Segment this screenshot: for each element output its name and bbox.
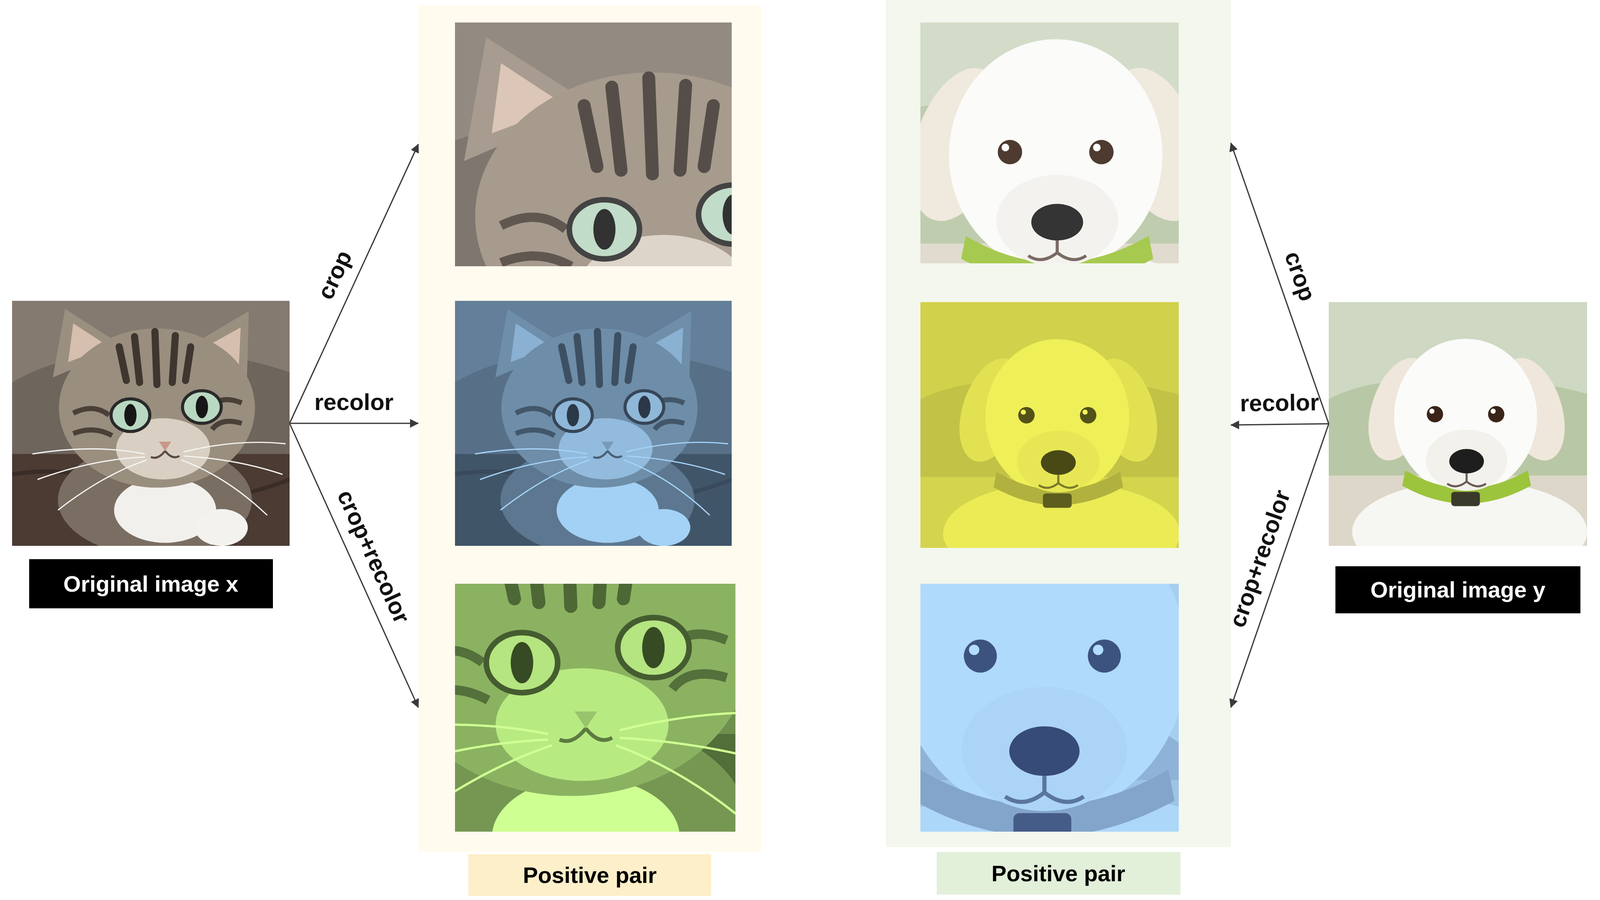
image-group: Positive pair [885, 0, 1231, 896]
image-group: Positive pair [418, 5, 762, 896]
cat-crop-recolor-image [304, 452, 815, 900]
edge-label: crop [311, 245, 358, 304]
cat-recolor-image [454, 300, 733, 557]
edge-label: crop [1278, 247, 1322, 305]
augmentation-arrow [1230, 423, 1329, 425]
image-group: Original image x [12, 300, 290, 609]
image-label: Original image x [63, 570, 239, 597]
dog-crop-recolor-image [765, 428, 1289, 900]
edge-label: crop+recolor [1222, 486, 1297, 631]
label-box: Original image x [29, 559, 273, 609]
augmentation-arrow [289, 422, 419, 425]
augmentation-arrow [289, 423, 419, 708]
augmentation-arrow [1230, 142, 1329, 424]
image-label: Positive pair [522, 862, 657, 888]
edge-label: crop+recolor [331, 485, 416, 628]
label-box: Positive pair [468, 854, 712, 896]
label-box: Original image y [1335, 566, 1581, 614]
dog-recolor-image [919, 302, 1180, 585]
image-label: Original image y [1370, 576, 1546, 603]
edge-label: recolor [314, 387, 394, 416]
edge-label: recolor [1239, 388, 1320, 418]
cat-image [12, 300, 290, 557]
image-group: Original image y [1328, 302, 1588, 615]
image-label: Positive pair [991, 860, 1125, 887]
label-box: Positive pair [936, 852, 1181, 895]
dog-image [1328, 302, 1588, 583]
augmentation-arrow [289, 144, 419, 424]
